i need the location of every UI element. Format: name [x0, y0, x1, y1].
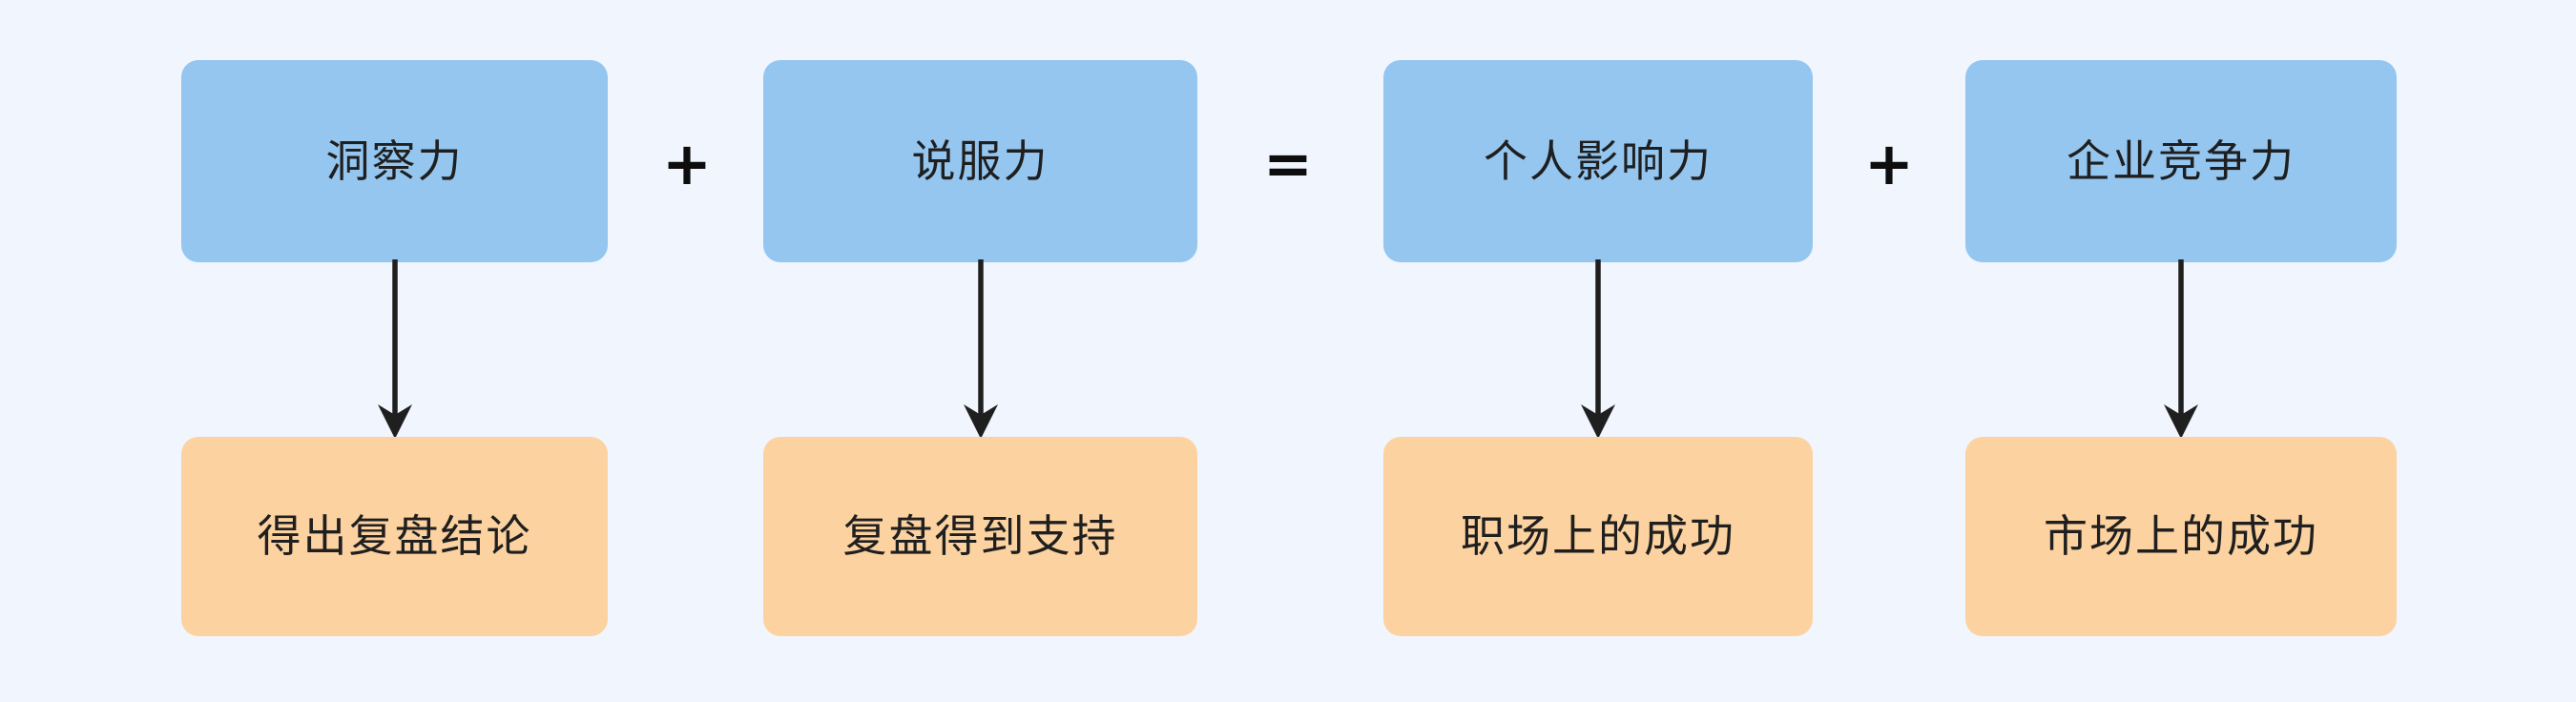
plus-operator-2: +: [1864, 129, 1914, 198]
down-arrow-icon-2: [952, 259, 1009, 441]
down-arrow-icon-3: [1569, 259, 1627, 441]
down-arrow-icon-1: [366, 259, 424, 441]
capability-box-4[interactable]: 企业竞争力: [1965, 60, 2397, 262]
plus-operator-1: +: [662, 129, 712, 198]
outcome-box-2[interactable]: 复盘得到支持: [763, 437, 1197, 636]
capability-box-2[interactable]: 说服力: [763, 60, 1197, 262]
capability-box-3[interactable]: 个人影响力: [1383, 60, 1813, 262]
outcome-box-1[interactable]: 得出复盘结论: [181, 437, 608, 636]
outcome-box-3[interactable]: 职场上的成功: [1383, 437, 1813, 636]
outcome-box-4[interactable]: 市场上的成功: [1965, 437, 2397, 636]
down-arrow-icon-4: [2152, 259, 2210, 441]
equals-operator: =: [1263, 129, 1313, 198]
capability-box-1[interactable]: 洞察力: [181, 60, 608, 262]
